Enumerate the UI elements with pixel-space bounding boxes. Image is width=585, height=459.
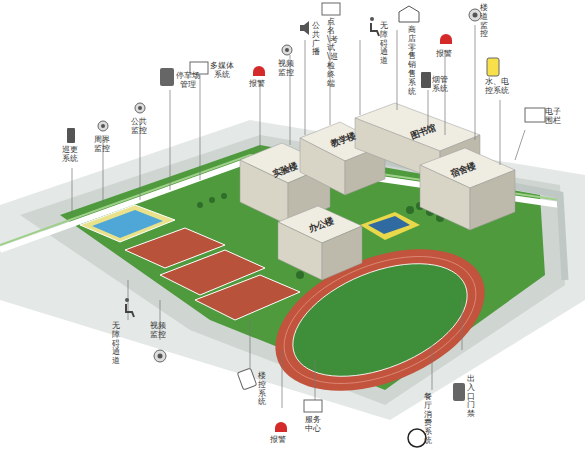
system-label: 周界监控 <box>94 136 111 154</box>
system-label: 公共广播 <box>312 22 320 57</box>
system-label: 楼控系统 <box>258 372 266 407</box>
system-label: 报警 <box>436 50 452 59</box>
system-label: 报警 <box>270 436 286 445</box>
system-label: 视频监控 <box>278 60 295 78</box>
system-label: 巡更系统 <box>62 146 79 164</box>
system-label: 楼道监控 <box>480 4 488 39</box>
system-label: 服务中心 <box>305 416 322 434</box>
system-label: 多媒体系统 <box>210 62 235 80</box>
system-label: 报警 <box>249 80 265 89</box>
system-label: 烟管系统 <box>432 76 449 94</box>
system-label: 无障碍通道 <box>380 22 388 66</box>
system-label: 水、电控系统 <box>485 78 510 96</box>
system-label: 视频监控 <box>150 322 167 340</box>
system-label: 出入口门禁 <box>467 375 475 419</box>
system-label: 公共监控 <box>131 118 148 136</box>
system-label: 无障碍通道 <box>112 322 120 366</box>
system-label: 餐厅消费系统 <box>424 393 432 446</box>
system-label: 停车场管理 <box>176 72 201 90</box>
system-label: 点名\考试\巡检终端 <box>327 18 335 88</box>
system-label: 商店零售销售系统 <box>408 26 416 96</box>
system-label: 电子围栏 <box>545 108 562 126</box>
